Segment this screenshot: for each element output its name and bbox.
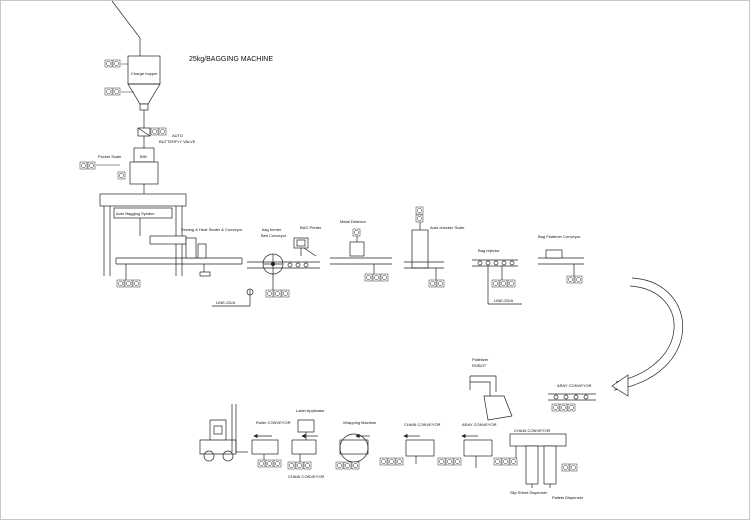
charge-hopper-label: Charge hopper <box>131 71 158 76</box>
array-conveyor-top-label: ARAY CONVEYOR <box>557 383 592 388</box>
chain-conveyor-bottom-label: CHAIN CONVEYOR <box>288 474 325 479</box>
pallet-dispenser-label: Pallets Dispenser <box>552 495 584 500</box>
return-flow-arc <box>613 277 683 391</box>
auto-bagging-label: Auto Bagging System <box>116 211 155 216</box>
sewing-label: Sewing & Heat Sealer & Conveyor <box>181 227 243 232</box>
chain-conveyor-b-instrument <box>380 458 403 465</box>
sewing-instrument <box>117 280 140 287</box>
chain-conveyor-a <box>509 433 567 488</box>
bag-flattener-label: Bag Flattener Conveyor <box>538 234 581 239</box>
reject-line-2-label: LINE-2D/A <box>494 298 513 303</box>
hopper-level-instrument-upper <box>105 60 120 67</box>
charge-hopper <box>127 55 161 128</box>
bag-former <box>247 253 320 290</box>
bag-rejector-label: Bag rejector <box>478 248 500 253</box>
label-applicator-instrument <box>288 462 311 469</box>
belt-conveyor-label: Belt Conveyor <box>261 233 287 238</box>
hopper-level-instrument-lower <box>105 88 120 95</box>
return-flow-arc-inner <box>615 285 675 383</box>
wrapping-label: Wrapping Machine <box>343 420 377 425</box>
checker-scale-instrument-top <box>415 206 424 215</box>
sewing-conveyor <box>115 237 243 280</box>
metal-detector <box>330 236 392 274</box>
checker-scale-instrument <box>429 280 444 287</box>
bin-instrument <box>117 171 126 180</box>
array-conveyor-mid-instrument <box>438 458 461 465</box>
pocket-scale-label: Pocket Scale <box>98 154 122 159</box>
butterfly-valve-label: BUTTERFLY VALVE <box>159 139 196 144</box>
slip-sheet-label: Slip Sheet Dispenser <box>510 490 548 495</box>
butterfly-valve-instrument <box>151 128 166 135</box>
wrapping-instrument <box>336 462 359 469</box>
roller-conveyor-label: Roller CONVEYOR <box>256 420 291 425</box>
chain-conveyor-a-instrument-right <box>562 464 577 471</box>
chain-conveyor-a-instrument <box>494 458 517 465</box>
feed-line <box>111 0 141 56</box>
array-conveyor-mid <box>461 433 493 468</box>
palletizer-robot <box>469 375 513 421</box>
return-flow-arrowhead <box>611 374 629 397</box>
roller-conveyor <box>251 433 279 460</box>
weigh-bin <box>129 147 159 194</box>
bag-printer-label: BAG Printer <box>300 225 322 230</box>
roller-conveyor-instrument <box>258 460 281 467</box>
label-applicator-label: Label Applicator <box>296 408 325 413</box>
diagram-title: 25kg/BAGGING MACHINE <box>189 56 273 63</box>
bag-rejector <box>472 259 522 305</box>
checker-scale-label: Auto checker Scale <box>430 225 465 230</box>
array-conveyor-top-instrument <box>552 404 575 411</box>
metal-detector-instrument <box>365 274 388 281</box>
butterfly-valve <box>137 127 151 148</box>
auto-label: AUTO <box>172 133 183 138</box>
bag-flattener <box>538 249 584 276</box>
label-applicator <box>291 419 318 462</box>
auto-bagging-frame <box>99 193 187 276</box>
checker-scale <box>404 222 444 280</box>
metal-detector-label: Metal Detector <box>340 219 367 224</box>
bag-former-instrument <box>266 290 289 297</box>
palletizer-label: Palletizer <box>472 357 489 362</box>
reject-line-1 <box>212 288 254 307</box>
bag-former-label: bag former <box>262 227 282 232</box>
metal-detector-instrument-top <box>352 228 361 237</box>
forklift <box>199 404 248 462</box>
bag-flattener-instrument <box>567 276 582 283</box>
bin-label: BIN <box>140 154 147 159</box>
chain-conveyor-b <box>403 433 435 464</box>
bag-printer <box>293 237 317 257</box>
checker-scale-instrument-mid <box>415 214 424 223</box>
chain-conveyor-b-label: CHAIN CONVEYOR <box>404 422 441 427</box>
pocket-scale-instrument <box>80 162 95 169</box>
reject-line-1-label: LINE-2D/A <box>216 300 235 305</box>
palletizer-robot-label: ROBOT <box>472 363 487 368</box>
array-conveyor-top <box>548 393 596 401</box>
chain-conveyor-a-label: CHAIN CONVEYOR <box>514 428 551 433</box>
bag-rejector-instrument <box>492 280 515 287</box>
array-conveyor-mid-label: ARAY CONVEYOR <box>462 422 497 427</box>
